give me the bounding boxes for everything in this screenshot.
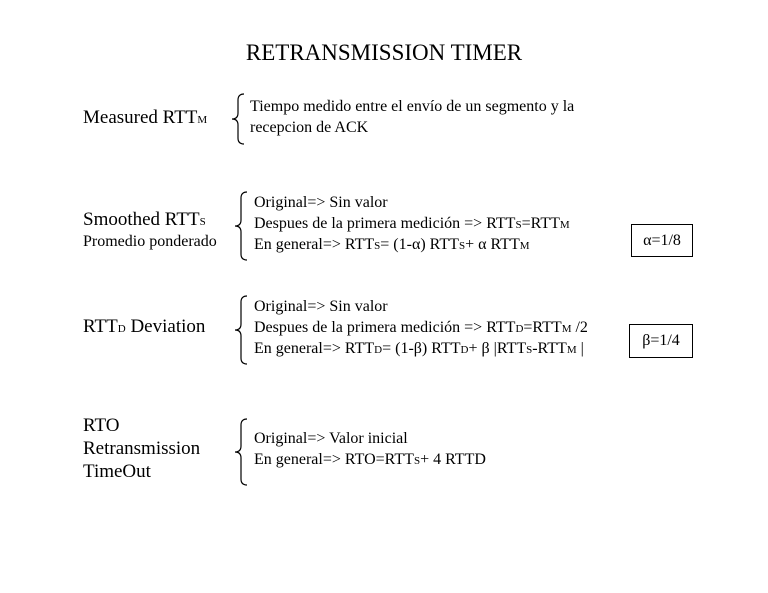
measured-line-1: Tiempo medido entre el envío de un segme…: [250, 98, 575, 115]
smoothed-line-3: En general=> RTTS= (1-α) RTTS+ α RTTM: [254, 235, 530, 256]
smoothed-line-3-c: + α RTT: [465, 236, 520, 253]
deviation-line-3-c: + β |RTT: [468, 340, 527, 357]
deviation-line-3-sub-2: D: [460, 344, 469, 356]
deviation-line-3-e: |: [576, 340, 584, 357]
rto-line-2-sub-1: S: [413, 455, 421, 467]
rto-line-2-b: + 4 RTTD: [420, 451, 486, 468]
deviation-label-b: Deviation: [125, 316, 206, 337]
measured-rtt-label-subscript: M: [197, 114, 208, 126]
smoothed-line-3-b: = (1-α) RTT: [380, 236, 459, 253]
deviation-line-2-a: Despues de la primera medición => RTT: [254, 319, 516, 336]
smoothed-rtt-label-text: Smoothed RTT: [83, 209, 200, 230]
rto-brace-icon: [234, 418, 248, 486]
deviation-label: RTTD Deviation: [83, 315, 205, 341]
beta-constant-box: β=1/4: [629, 324, 693, 358]
smoothed-line-2-a: Despues de la primera medición => RTT: [254, 215, 516, 232]
deviation-line-3-sub-3: S: [526, 344, 533, 356]
smoothed-line-3-sub-1: S: [374, 240, 381, 252]
smoothed-line-1: Original=> Sin valor: [254, 194, 388, 211]
deviation-label-subscript: D: [117, 323, 126, 335]
deviation-line-3-a: En general=> RTT: [254, 340, 375, 357]
deviation-brace-icon: [234, 295, 248, 365]
rto-line-2-a: En general=> RTO=RTT: [254, 451, 414, 468]
alpha-constant-box: α=1/8: [631, 224, 693, 257]
smoothed-line-3-sub-2: S: [458, 240, 466, 252]
measured-line-2: recepcion de ACK: [250, 119, 369, 136]
smoothed-line-2: Despues de la primera medición => RTTS=R…: [254, 214, 570, 235]
smoothed-line-2-sub-1: S: [515, 219, 522, 231]
deviation-line-2: Despues de la primera medición => RTTD=R…: [254, 318, 588, 339]
rto-label-line-3: TimeOut: [83, 461, 151, 482]
deviation-line-1: Original=> Sin valor: [254, 298, 388, 315]
smoothed-line-2-b: =RTT: [521, 215, 560, 232]
smoothed-rtt-label-subscript: S: [199, 216, 206, 228]
smoothed-rtt-label: Smoothed RTTS: [83, 208, 206, 234]
deviation-label-a: RTT: [83, 316, 118, 337]
rto-label-line-1: RTO: [83, 415, 120, 436]
smoothed-line-2-sub-2: M: [559, 219, 570, 231]
rto-label-line-2: Retransmission: [83, 438, 201, 459]
deviation-line-3-sub-4: M: [566, 344, 577, 356]
rto-line-2: En general=> RTO=RTTS+ 4 RTTD: [254, 450, 486, 471]
deviation-line-3-sub-1: D: [374, 344, 383, 356]
smoothed-caption: Promedio ponderado: [83, 233, 217, 250]
page-title: RETRANSMISSION TIMER: [245, 40, 523, 65]
smoothed-line-3-a: En general=> RTT: [254, 236, 375, 253]
deviation-line-3-d: -RTT: [532, 340, 567, 357]
deviation-line-2-sub-1: D: [515, 323, 524, 335]
deviation-line-3-b: = (1-β) RTT: [382, 340, 461, 357]
deviation-line-3: En general=> RTTD= (1-β) RTTD+ β |RTTS-R…: [254, 339, 584, 360]
rto-line-1: Original=> Valor inicial: [254, 430, 408, 447]
deviation-line-2-b: =RTT: [523, 319, 562, 336]
measured-rtt-label: Measured RTTM: [83, 106, 207, 132]
deviation-line-2-sub-2: M: [561, 323, 572, 335]
deviation-line-2-c: /2: [571, 319, 588, 336]
smoothed-line-3-sub-3: M: [519, 240, 530, 252]
measured-rtt-label-text: Measured RTT: [83, 107, 198, 128]
measured-brace-icon: [231, 93, 245, 145]
smoothed-brace-icon: [234, 191, 248, 261]
